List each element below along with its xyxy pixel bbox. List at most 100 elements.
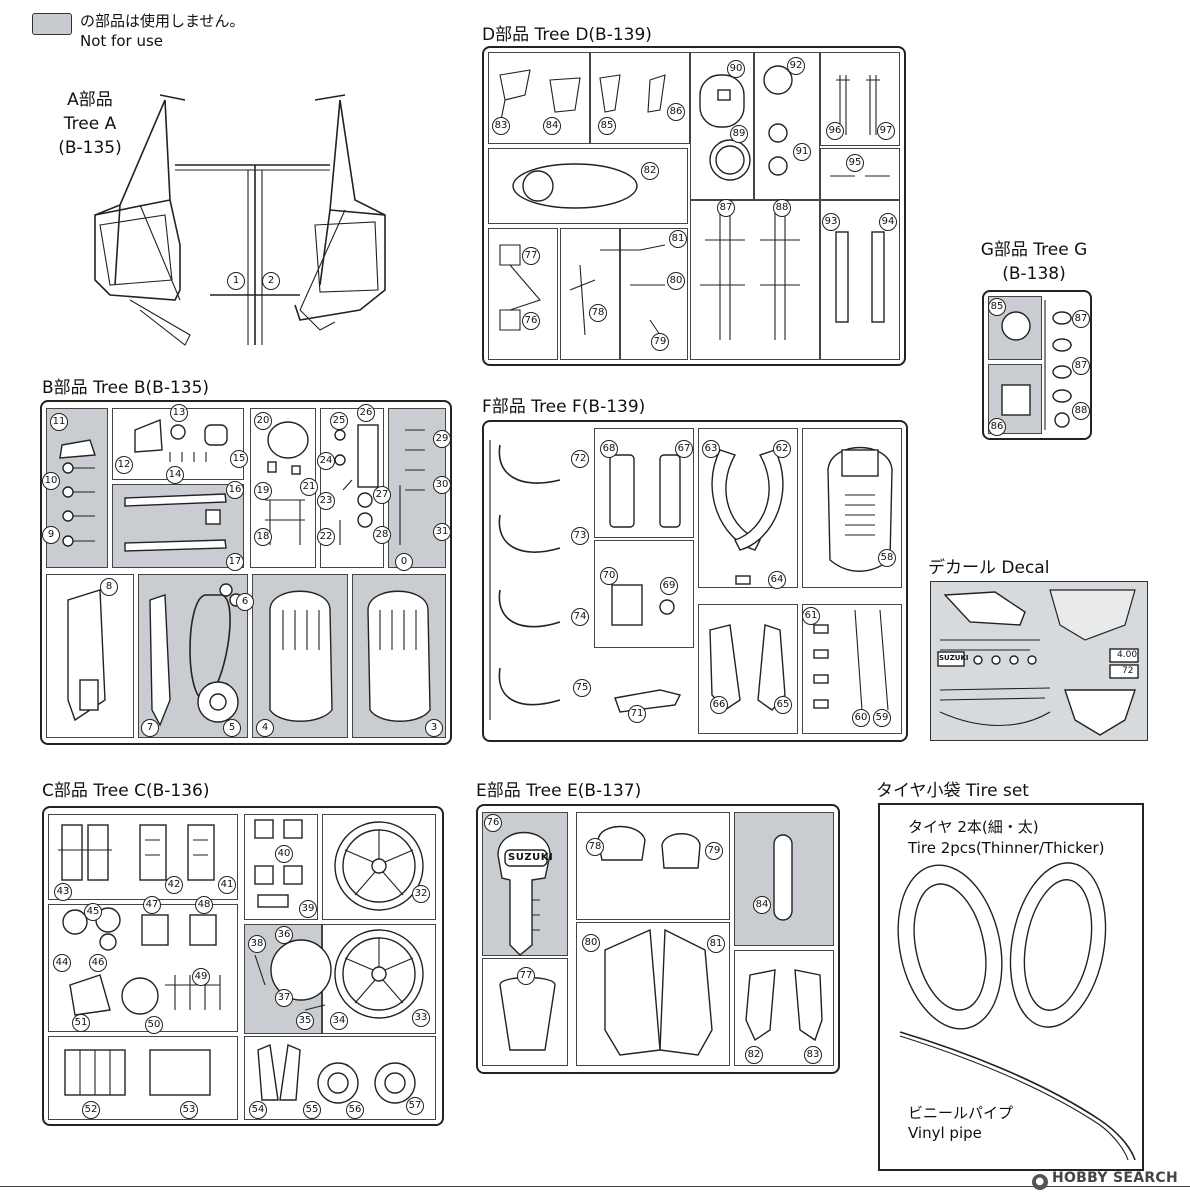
part-a-1: 1 bbox=[227, 272, 245, 290]
part-b-4: 4 bbox=[256, 719, 274, 737]
part-f-70: 70 bbox=[600, 567, 618, 585]
part-d-81: 81 bbox=[669, 230, 687, 248]
part-c-41: 41 bbox=[218, 876, 236, 894]
part-f-62: 62 bbox=[773, 440, 791, 458]
part-b-10: 10 bbox=[42, 472, 60, 490]
tire-label-jp: タイヤ 2本(細・太) bbox=[908, 818, 1039, 836]
legend-jp: の部品は使用しません。 bbox=[80, 12, 245, 30]
part-b-26: 26 bbox=[357, 404, 375, 422]
part-b-30: 30 bbox=[433, 476, 451, 494]
part-b-13: 13 bbox=[170, 404, 188, 422]
part-c-34: 34 bbox=[330, 1012, 348, 1030]
part-c-53: 53 bbox=[180, 1101, 198, 1119]
part-c-39: 39 bbox=[299, 900, 317, 918]
tree-a-title: A部品 Tree A (B-135) bbox=[48, 88, 132, 160]
part-f-60: 60 bbox=[852, 709, 870, 727]
part-f-69: 69 bbox=[660, 577, 678, 595]
watermark: ●HOBBY SEARCH bbox=[1031, 1170, 1178, 1190]
part-b-16: 16 bbox=[226, 481, 244, 499]
part-b-17: 17 bbox=[226, 553, 244, 571]
watermark-logo-icon: ● bbox=[1031, 1174, 1048, 1190]
part-d-77: 77 bbox=[522, 247, 540, 265]
part-d-87: 87 bbox=[717, 199, 735, 217]
part-d-92: 92 bbox=[787, 57, 805, 75]
part-b-21: 21 bbox=[300, 478, 318, 496]
part-d-97: 97 bbox=[877, 122, 895, 140]
part-b-19: 19 bbox=[254, 482, 272, 500]
not-for-use-swatch bbox=[32, 13, 72, 35]
part-e-78: 78 bbox=[586, 838, 604, 856]
part-d-88: 88 bbox=[773, 199, 791, 217]
part-c-40: 40 bbox=[275, 845, 293, 863]
watermark-text: HOBBY SEARCH bbox=[1051, 1170, 1178, 1186]
tree-g-title-line2: (B-138) bbox=[1002, 264, 1066, 284]
part-d-80: 80 bbox=[667, 272, 685, 290]
part-e-77: 77 bbox=[517, 967, 535, 985]
part-b-6: 6 bbox=[236, 593, 254, 611]
part-d-78: 78 bbox=[589, 304, 607, 322]
part-b-23: 23 bbox=[317, 492, 335, 510]
decal-value-1: 4.00 bbox=[1117, 650, 1138, 660]
tree-g-title: G部品 Tree G (B-138) bbox=[964, 238, 1104, 286]
part-e-82: 82 bbox=[745, 1046, 763, 1064]
part-c-50: 50 bbox=[145, 1016, 163, 1034]
tree-d-cell bbox=[690, 200, 820, 360]
part-d-90: 90 bbox=[727, 60, 745, 78]
part-c-48: 48 bbox=[195, 896, 213, 914]
part-b-15: 15 bbox=[230, 450, 248, 468]
tree-d-title: D部品 Tree D(B-139) bbox=[482, 25, 652, 45]
part-c-33: 33 bbox=[412, 1009, 430, 1027]
part-c-55: 55 bbox=[303, 1101, 321, 1119]
part-g-87b: 87 bbox=[1072, 357, 1090, 375]
part-c-44: 44 bbox=[53, 954, 71, 972]
part-c-38: 38 bbox=[248, 935, 266, 953]
part-b-29: 29 bbox=[433, 430, 451, 448]
part-f-74: 74 bbox=[571, 608, 589, 626]
part-c-43: 43 bbox=[54, 883, 72, 901]
tree-g-title-line1: G部品 Tree G bbox=[980, 240, 1088, 260]
part-b-28: 28 bbox=[373, 526, 391, 544]
part-f-67: 67 bbox=[675, 440, 693, 458]
part-f-58: 58 bbox=[878, 549, 896, 567]
bottom-rule bbox=[0, 1186, 1190, 1200]
part-d-95: 95 bbox=[846, 154, 864, 172]
part-f-66: 66 bbox=[710, 696, 728, 714]
part-e-76: 76 bbox=[484, 814, 502, 832]
part-e-84: 84 bbox=[753, 896, 771, 914]
part-f-63: 63 bbox=[702, 440, 720, 458]
key-brand-text: SUZUKI bbox=[508, 852, 554, 863]
part-b-12: 12 bbox=[115, 456, 133, 474]
part-c-36: 36 bbox=[275, 926, 293, 944]
part-f-75: 75 bbox=[573, 679, 591, 697]
tree-f-cell bbox=[594, 540, 694, 648]
tire-label-en: Tire 2pcs(Thinner/Thicker) bbox=[908, 839, 1105, 857]
part-b-24: 24 bbox=[317, 452, 335, 470]
part-c-46: 46 bbox=[89, 954, 107, 972]
part-e-80: 80 bbox=[582, 934, 600, 952]
part-b-8: 8 bbox=[100, 578, 118, 596]
part-b-22: 22 bbox=[317, 528, 335, 546]
part-f-72: 72 bbox=[571, 450, 589, 468]
part-f-65: 65 bbox=[774, 696, 792, 714]
legend-en: Not for use bbox=[80, 32, 163, 50]
part-c-52: 52 bbox=[82, 1101, 100, 1119]
tree-a-title-line2: Tree A bbox=[63, 114, 117, 134]
part-d-89: 89 bbox=[730, 125, 748, 143]
part-b-18: 18 bbox=[254, 528, 272, 546]
part-d-86: 86 bbox=[667, 103, 685, 121]
pipe-label-en: Vinyl pipe bbox=[908, 1124, 982, 1142]
tree-e-cell bbox=[576, 812, 730, 920]
decal-brand: SUZUKI bbox=[939, 654, 969, 662]
tree-a-title-line1: A部品 bbox=[67, 90, 113, 110]
part-c-51: 51 bbox=[72, 1014, 90, 1032]
part-g-87: 87 bbox=[1072, 310, 1090, 328]
part-d-85: 85 bbox=[598, 117, 616, 135]
